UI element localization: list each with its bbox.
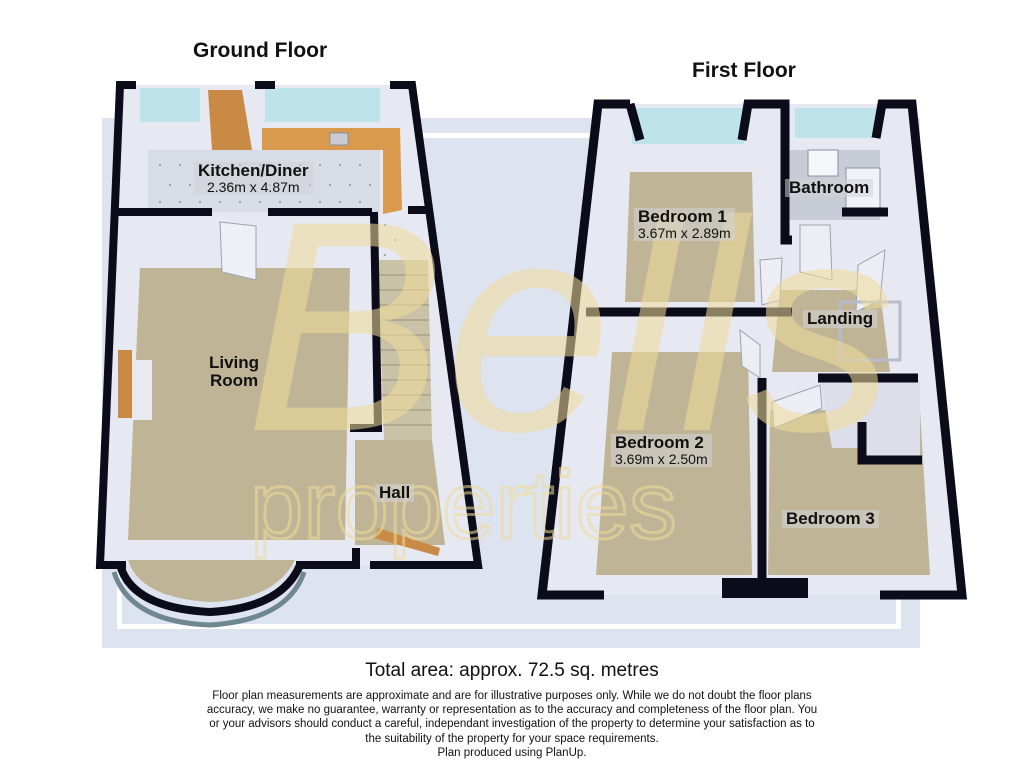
room-name-line2: Room (209, 370, 259, 390)
svg-text:properties: properties (250, 452, 677, 559)
room-dimensions: 3.67m x 2.89m (638, 224, 731, 241)
disclaimer-line: the suitability of the property for your… (365, 732, 659, 745)
room-dimensions: 3.69m x 2.50m (615, 450, 708, 467)
disclaimer-line: Floor plan measurements are approximate … (212, 690, 812, 702)
room-label-bedroom-3: Bedroom 3 (782, 510, 879, 528)
disclaimer-line: accuracy, we make no guarantee, warranty… (206, 704, 818, 717)
first-floor-title: First Floor (692, 59, 796, 82)
room-name: Bathroom (789, 178, 870, 197)
room-name: Landing (807, 309, 874, 328)
floor-plan-drawing: Bells properties (95, 81, 967, 628)
room-name: Bedroom 3 (786, 509, 875, 528)
ground-floor-plan (95, 81, 483, 628)
total-area: Total area: approx. 72.5 sq. metres (365, 660, 659, 681)
room-name: Hall (379, 483, 411, 502)
room-label-bathroom: Bathroom (785, 178, 874, 197)
disclaimer: Floor plan measurements are approximate … (170, 689, 854, 760)
disclaimer-credit: Plan produced using PlanUp. (437, 746, 587, 759)
room-name-line1: Living (209, 353, 260, 372)
room-label-hall: Hall (375, 483, 415, 502)
room-label-kitchen-diner: Kitchen/Diner 2.36m x 4.87m (194, 162, 313, 195)
room-name: Bedroom 1 (638, 207, 727, 226)
room-name: Kitchen/Diner (198, 161, 309, 180)
room-label-landing: Landing (803, 309, 878, 328)
room-label-living-room: Living Room (205, 354, 263, 390)
watermark-logo: Bells properties (245, 158, 895, 561)
room-dimensions: 2.36m x 4.87m (206, 178, 300, 195)
ground-floor-title: Ground Floor (193, 39, 328, 62)
disclaimer-line: or your advisors should conduct a carefu… (209, 718, 815, 731)
svg-text:Bells: Bells (245, 158, 895, 494)
room-label-bedroom-2: Bedroom 2 3.69m x 2.50m (611, 434, 712, 467)
room-label-bedroom-1: Bedroom 1 3.67m x 2.89m (634, 208, 735, 241)
room-name: Bedroom 2 (615, 433, 704, 452)
